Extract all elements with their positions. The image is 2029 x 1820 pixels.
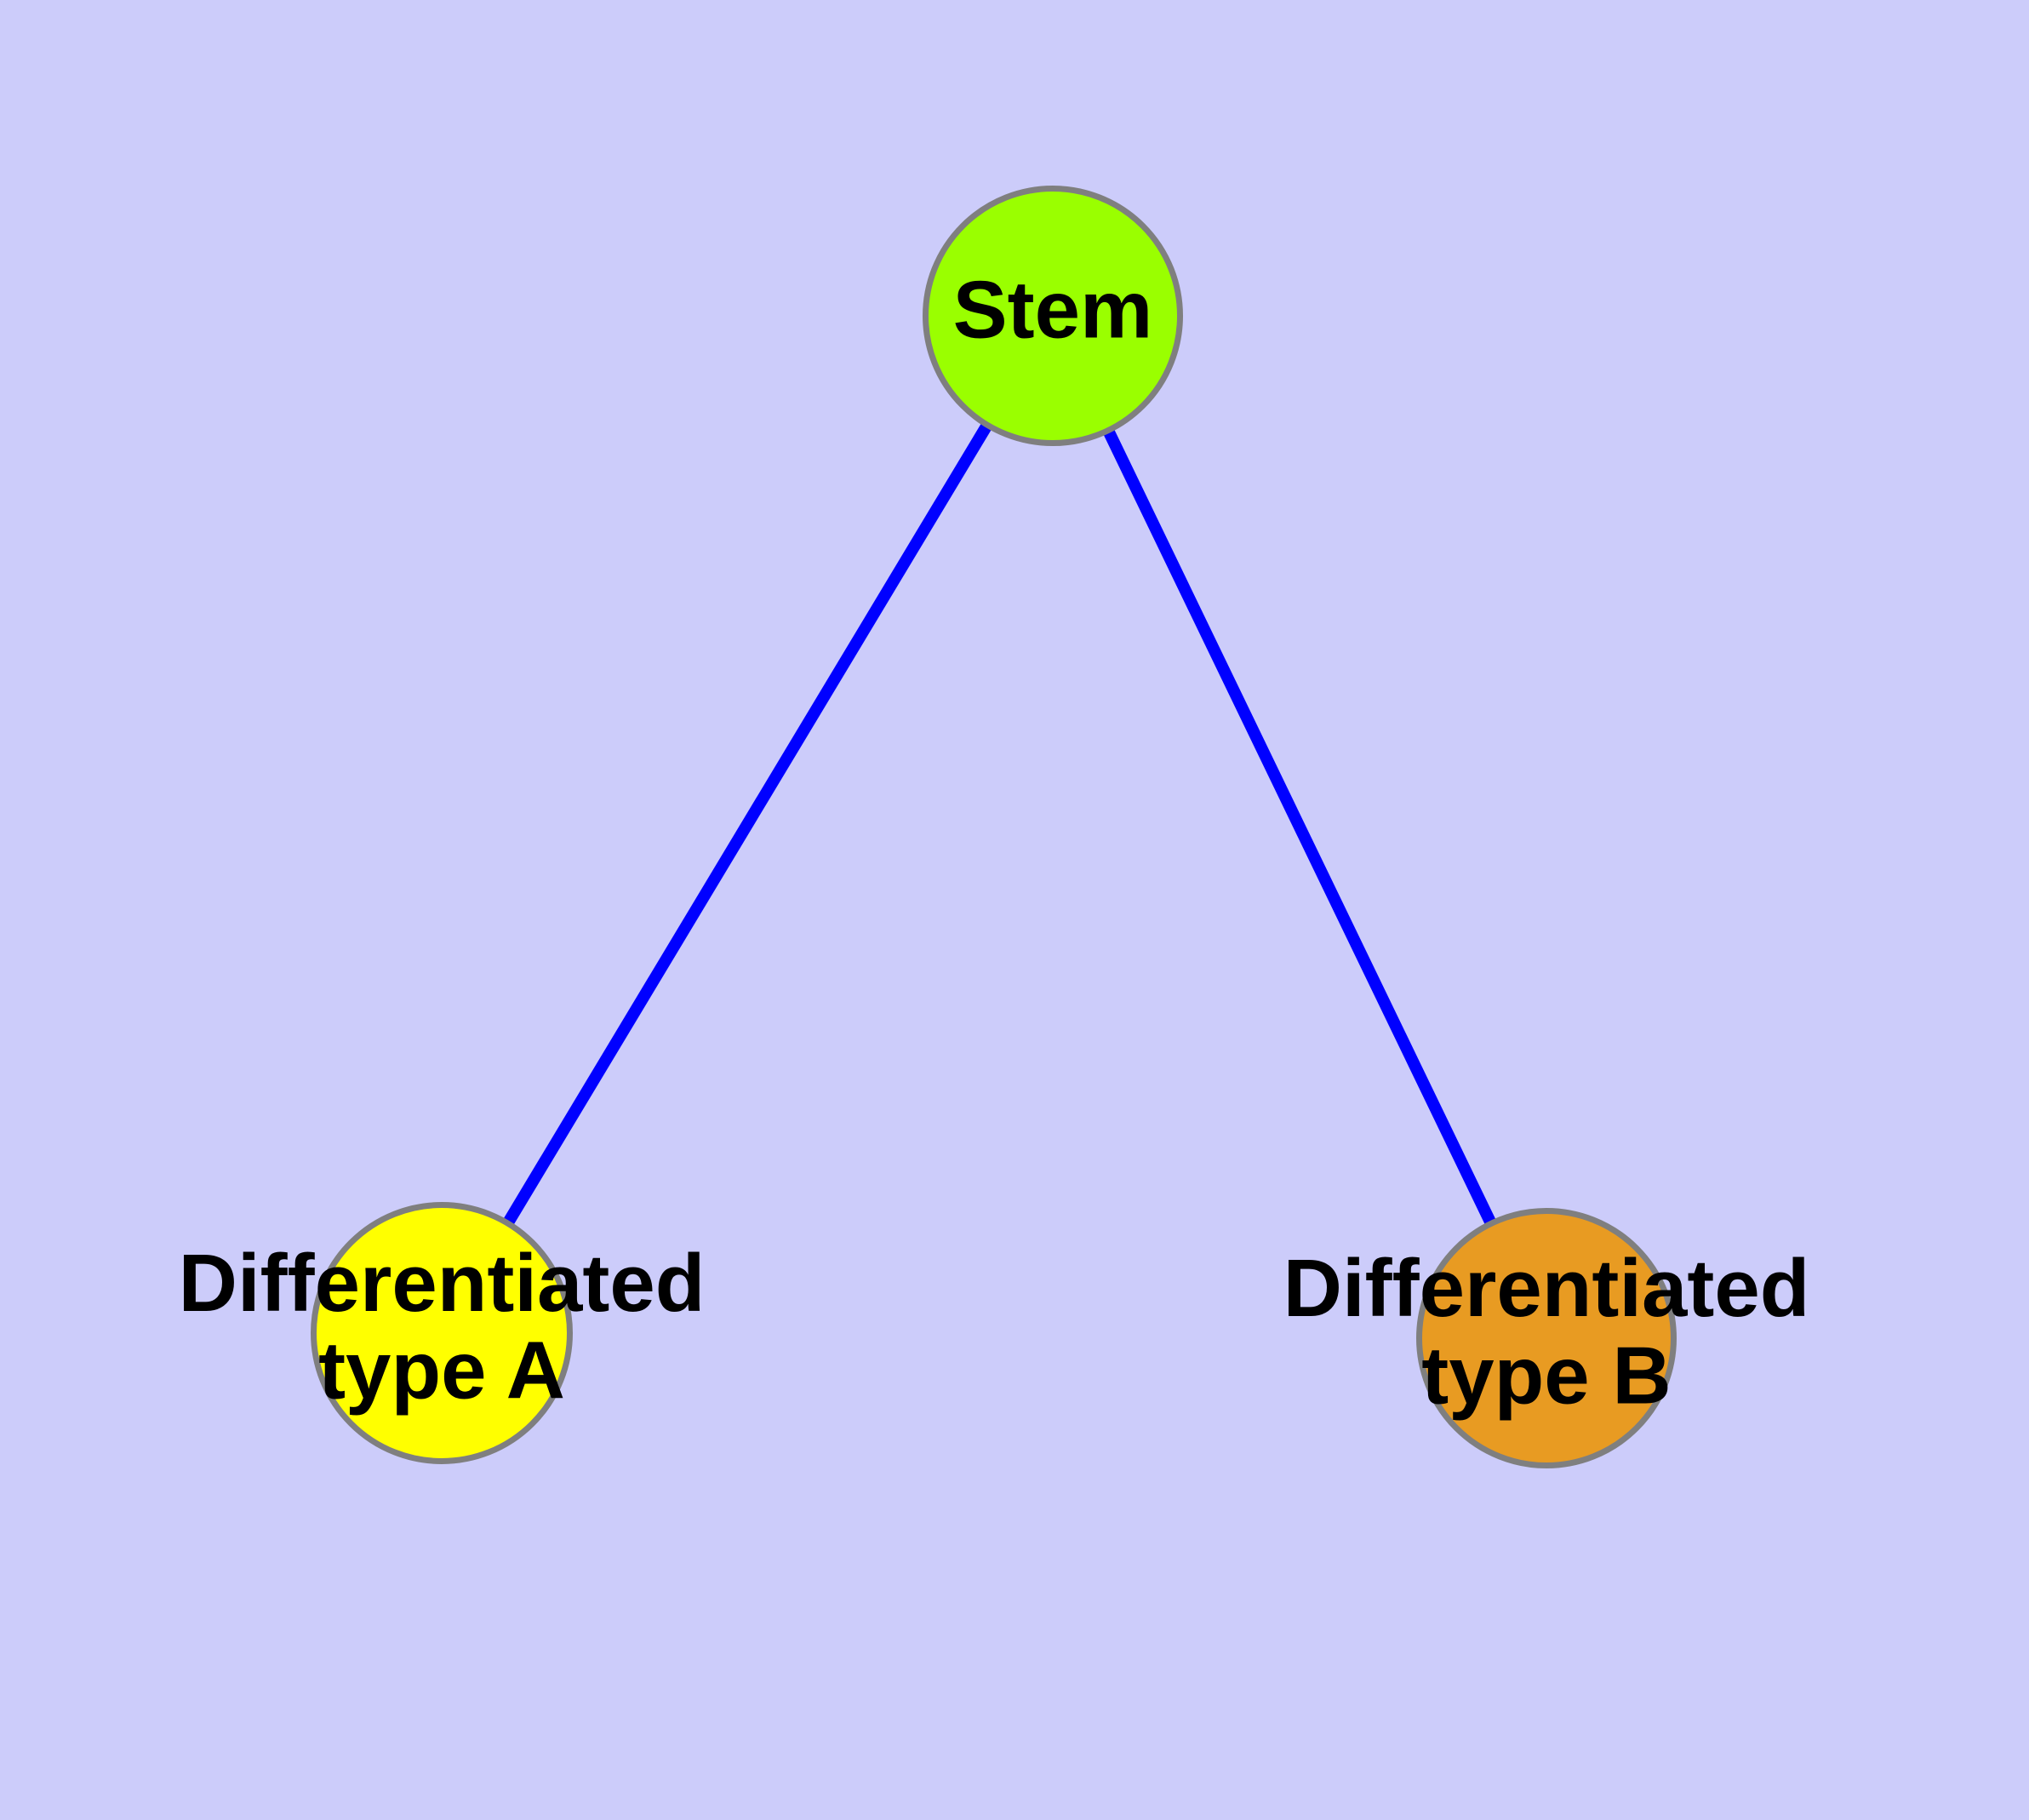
graph-edge-stem-diff_a — [502, 421, 993, 1228]
node-circle-diff_a[interactable] — [311, 1202, 573, 1464]
edges-layer — [502, 421, 1497, 1228]
node-label-diff_b-line-2: type B — [1421, 1331, 1671, 1422]
graph-edge-stem-diff_b — [1102, 427, 1497, 1227]
graph-node-stem[interactable]: Stem — [923, 186, 1183, 446]
node-circle-stem[interactable] — [923, 186, 1183, 446]
node-label-diff_b-line-1: Differentiated — [1283, 1243, 1810, 1334]
node-label-diff_a-line-1: Differentiated — [179, 1238, 706, 1329]
node-label-diff_a-line-2: type A — [318, 1325, 565, 1417]
node-circle-diff_b[interactable] — [1416, 1208, 1677, 1468]
node-label-stem-line-1: Stem — [953, 264, 1153, 355]
